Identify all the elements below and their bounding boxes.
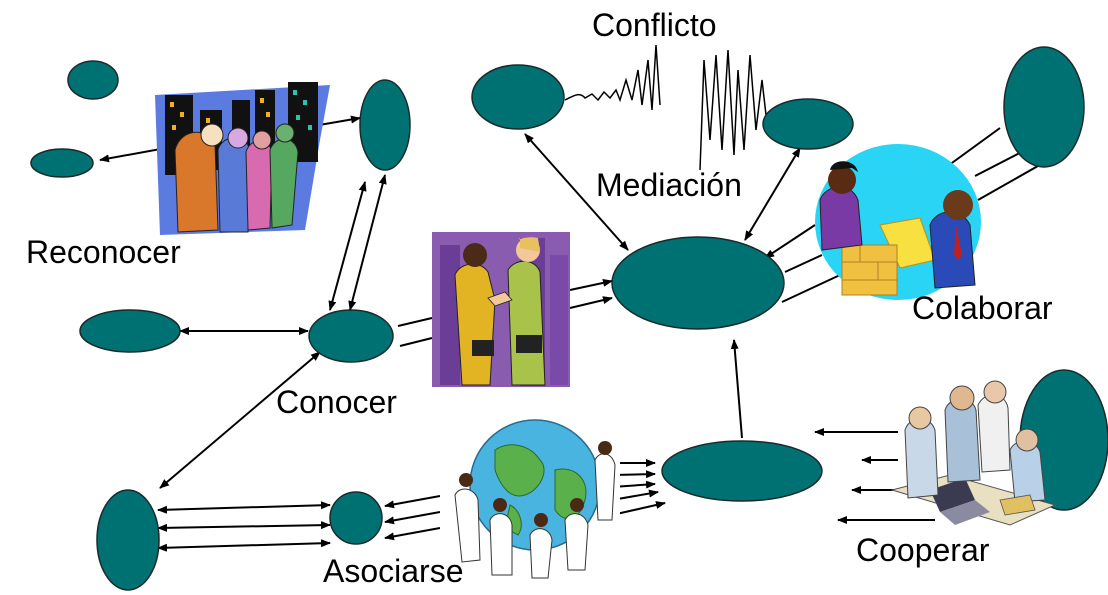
arrow-bc-to-center [730,339,743,439]
line-conocer-right-2 [399,337,433,347]
arrow-center-mediacion [744,147,801,241]
node-conocer [308,309,394,363]
arrow-bl-asoc-2 [157,521,331,532]
node-bottom-left [96,489,160,591]
arrow-bl-asoc-1 [157,501,331,514]
arrow-handshake-to-center-1 [569,278,613,291]
coworkers-laptop-icon [890,380,1057,526]
node-left-middle [79,309,181,353]
node-bottom-center [661,440,823,502]
arrow-globe-asoc-1 [384,495,441,509]
label-reconocer: Reconocer [26,234,181,270]
arrow-globe-asoc-3 [384,527,441,541]
node-top-small-left [67,60,119,100]
connectors [99,44,1053,552]
arrow-conocer-bottom-left [159,351,321,489]
node-asociarse [329,491,383,545]
arrow-handshake-to-center-2 [569,296,613,309]
label-colaborar: Colaborar [912,290,1053,326]
arrow-conocer-to-top-node-2 [348,174,387,311]
node-top-right [1003,46,1085,168]
label-mediacion: Mediación [596,167,742,203]
globe-people-icon [440,419,620,585]
node-center [611,236,785,330]
label-conocer: Conocer [276,384,397,420]
line-center-colab-2 [781,274,841,303]
arrow-colab-center [764,224,816,259]
node-conflict-left [471,64,565,130]
label-asociarse: Asociarse [323,553,464,589]
label-conflicto: Conflicto [592,7,717,43]
line-conocer-right-1 [397,317,433,327]
conflict-squiggle [564,44,661,111]
city-people-icon [155,82,330,235]
node-mediacion [762,98,854,150]
node-reconocer-top [359,79,411,171]
line-center-colab-1 [784,254,823,273]
line-colab-topright-1 [944,127,1001,169]
node-reconocer-left [30,148,94,178]
arrow-globe-bc-5 [611,501,666,516]
arrow-conocer-to-top-node-1 [328,181,367,311]
conflict-squiggle-2 [699,49,767,171]
team-meeting-icon [815,144,981,300]
handshake-icon [432,232,570,387]
label-cooperar: Cooperar [856,532,990,568]
arrow-globe-asoc-2 [384,511,441,525]
arrow-bl-asoc-3 [157,539,331,552]
arrow-center-topleft [524,133,629,251]
